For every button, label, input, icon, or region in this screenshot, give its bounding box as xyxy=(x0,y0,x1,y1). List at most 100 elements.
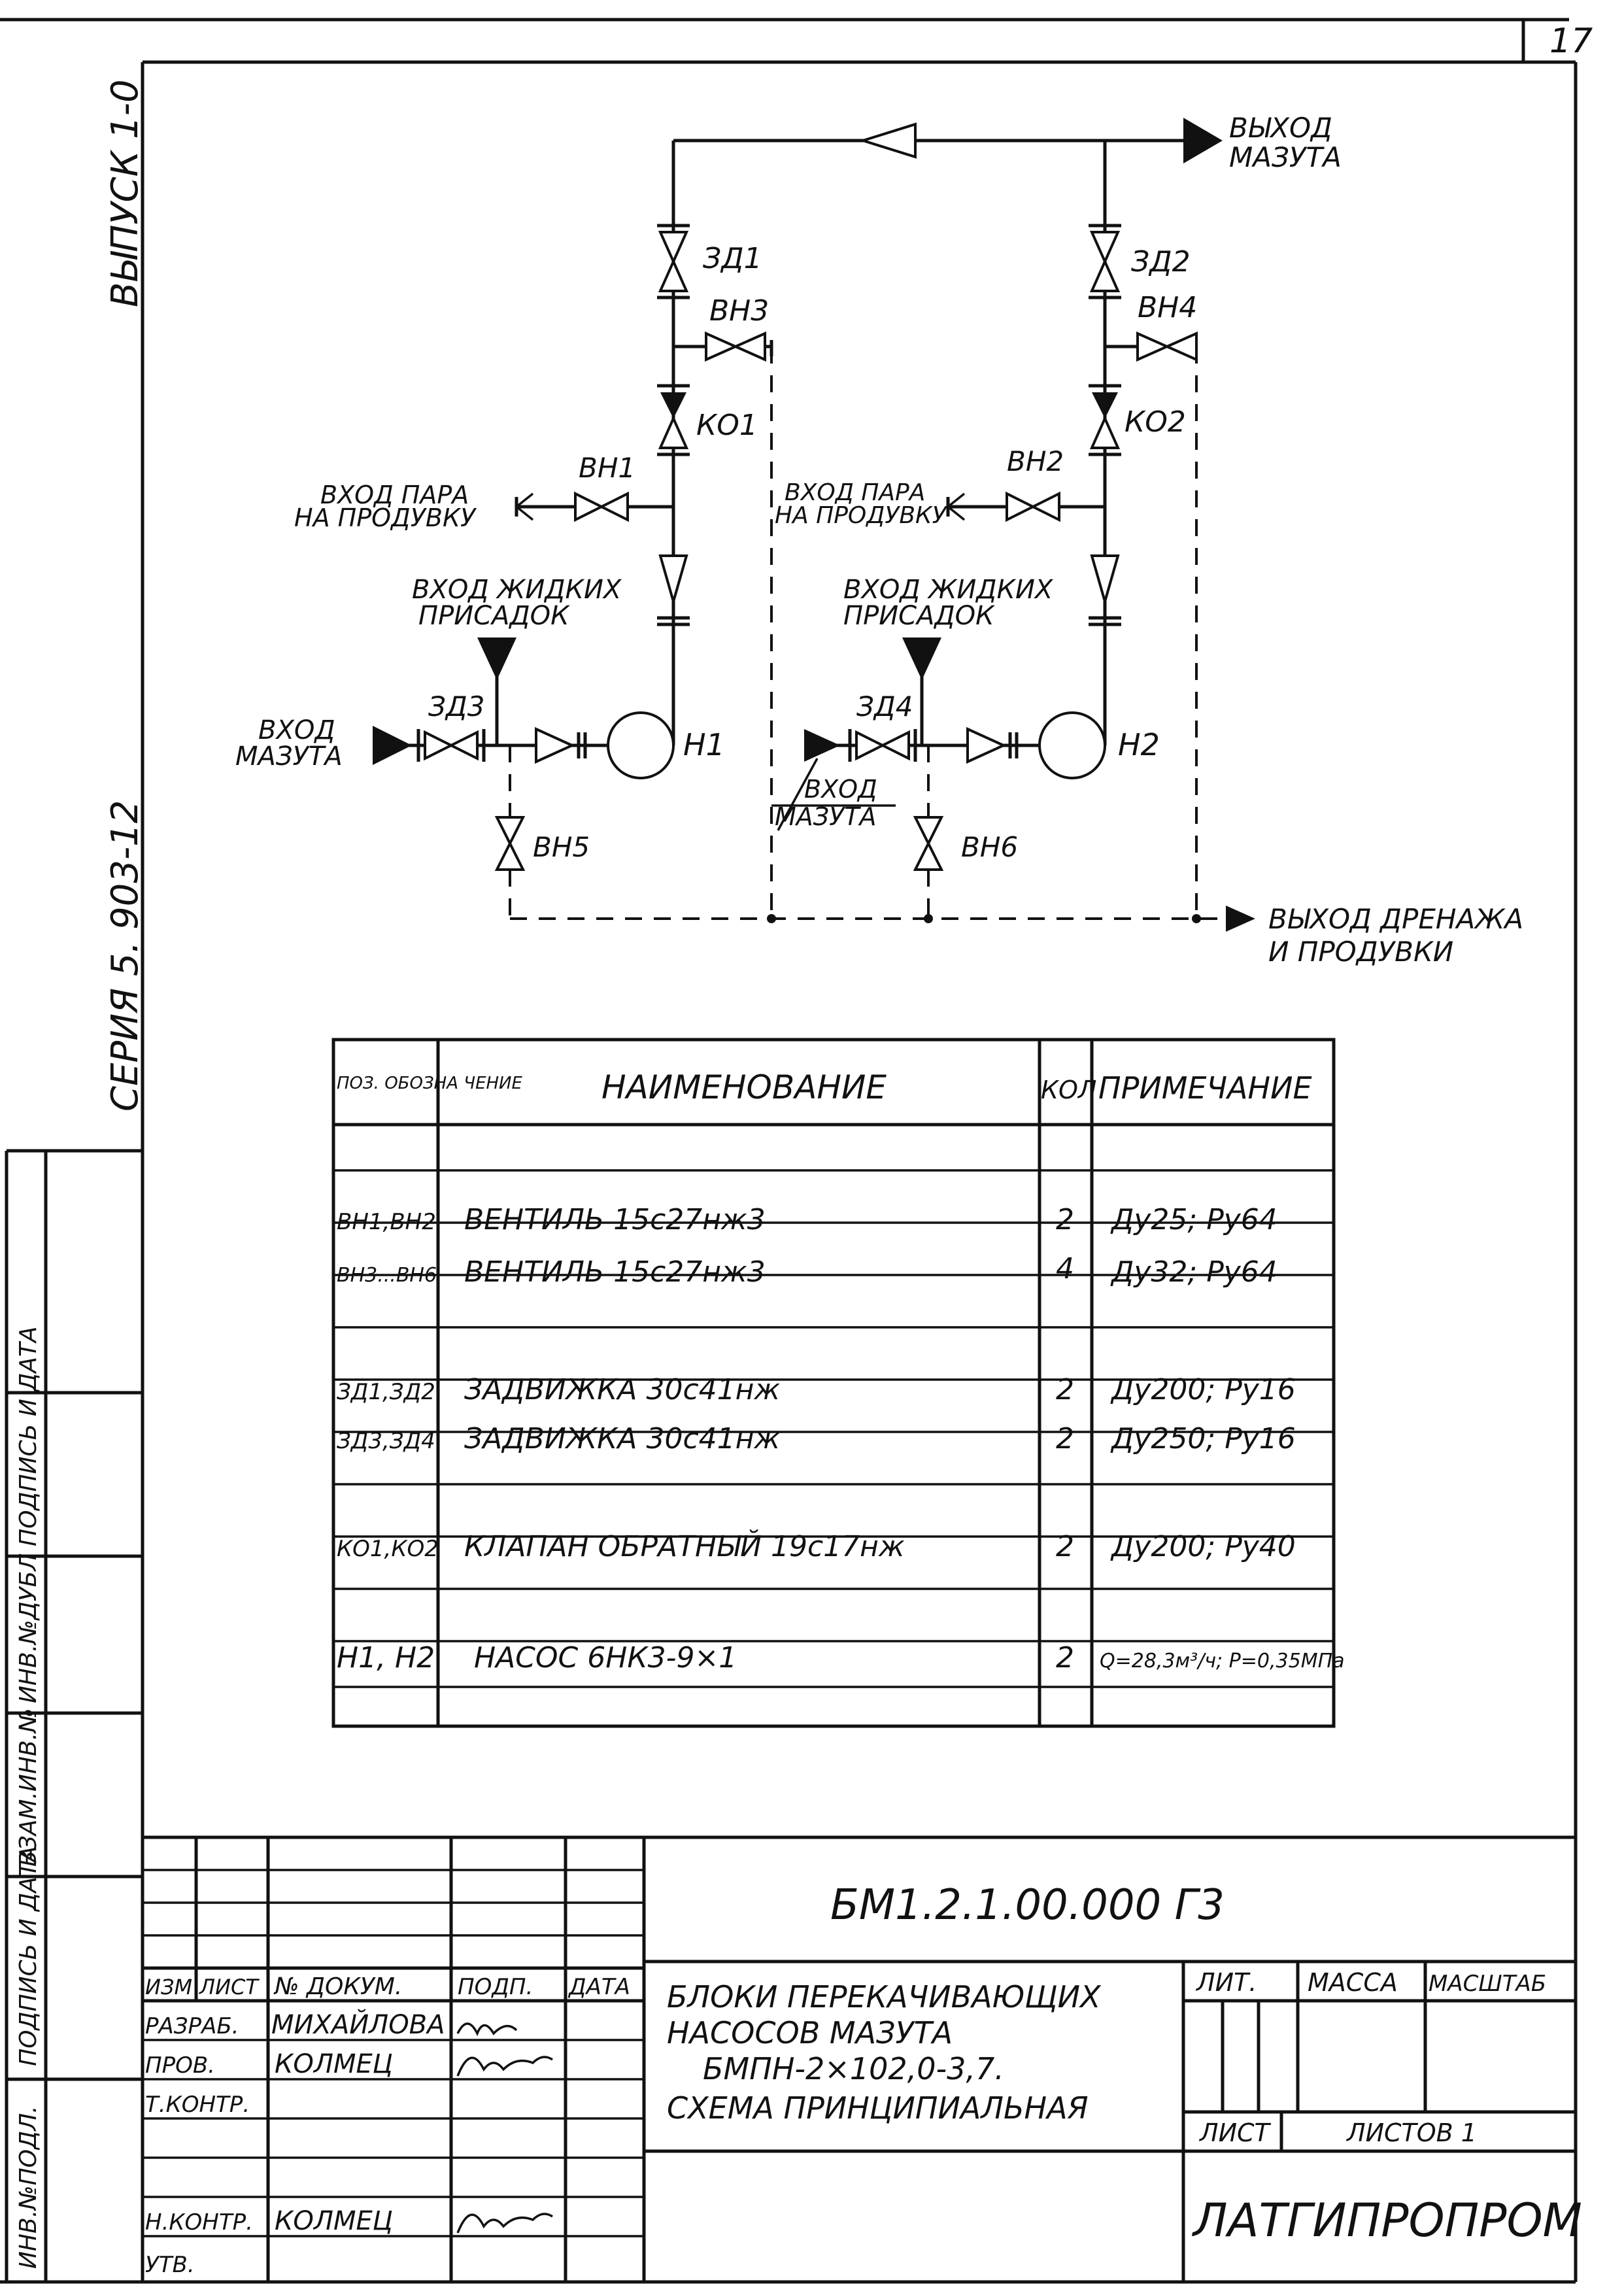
row-pos: КО1,КО2 xyxy=(337,1536,439,1562)
row-name: НАСОС 6НК3-9×1 xyxy=(474,1641,737,1674)
schematic: ВЫХОД МАЗУТА ЗД1 ВН3 КО1 ВН1 ВХОД ПАРА Н… xyxy=(235,112,1523,968)
fuel-inlet-left-line2: МАЗУТА xyxy=(235,741,343,772)
pump-h2-label: Н2 xyxy=(1118,727,1160,762)
title-line-4: СХЕМА ПРИНЦИПИАЛЬНАЯ xyxy=(667,2090,1089,2126)
row-pos: ВН1,ВН2 xyxy=(337,1209,436,1235)
gate-valve-zd1-label: ЗД1 xyxy=(703,242,762,275)
row-name: ЗАДВИЖКА 30с41нж xyxy=(464,1373,780,1406)
spec-rows: ВН1,ВН2 ВЕНТИЛЬ 15с27нж3 2 Ду25; Ру64 ВН… xyxy=(337,1203,1345,1674)
row-name: ЗАДВИЖКА 30с41нж xyxy=(464,1422,780,1455)
row-pos: Н1, Н2 xyxy=(337,1641,435,1674)
row-note: Ду25; Ру64 xyxy=(1110,1203,1277,1236)
role-developer: РАЗРАБ. xyxy=(145,2013,239,2039)
additives-left-arrow-icon xyxy=(477,638,516,680)
header-note: ПРИМЕЧАНИЕ xyxy=(1098,1070,1312,1106)
col-list: ЛИСТ xyxy=(199,1975,260,1999)
issue-label: ВЫПУСК 1-0 xyxy=(104,79,146,307)
fuel-inlet-left-arrow-icon xyxy=(373,726,412,765)
name-developer: МИХАЙЛОВА xyxy=(271,2009,445,2040)
vent-vn2-label: ВН2 xyxy=(1007,445,1064,477)
doc-code: БМ1.2.1.00.000 Г3 xyxy=(830,1881,1225,1930)
lit-label: ЛИТ. xyxy=(1195,1968,1257,1997)
title-line-3: БМПН-2×102,0-3,7. xyxy=(703,2051,1004,2086)
gate-valve-zd4-label: ЗД4 xyxy=(856,690,913,722)
row-qty: 2 xyxy=(1056,1641,1074,1674)
sheets-label: ЛИСТОВ 1 xyxy=(1345,2118,1477,2147)
scale-label: МАСШТАБ xyxy=(1429,1971,1546,1997)
mass-label: МАССА xyxy=(1308,1968,1398,1997)
col-date: ДАТА xyxy=(567,1974,630,2000)
col-sign: ПОДП. xyxy=(458,1974,533,2000)
title-line-1: БЛОКИ ПЕРЕКАЧИВАЮЩИХ xyxy=(667,1979,1102,2014)
header-qty: КОЛ xyxy=(1041,1076,1096,1104)
stamp-replace-inv: ВЗАМ.ИНВ.№ xyxy=(15,1708,42,1867)
sheet-label: ЛИСТ xyxy=(1198,2118,1272,2147)
spec-table xyxy=(331,1038,1336,1728)
table-row: ЗД1,ЗД2 ЗАДВИЖКА 30с41нж 2 Ду200; Ру16 xyxy=(337,1373,1296,1406)
gate-valve-zd3-label: ЗД3 xyxy=(428,690,484,722)
table-row: Н1, Н2 НАСОС 6НК3-9×1 2 Q=28,3м³/ч; P=0,… xyxy=(337,1641,1345,1674)
stamp-sign-date-1: ПОДПИСЬ И ДАТА xyxy=(15,1846,42,2066)
pump-h1-icon xyxy=(607,711,675,779)
col-doc: № ДОКУМ. xyxy=(273,1973,402,2000)
pump-h2-icon xyxy=(1038,711,1106,779)
stamp-inv-orig: ИНВ.№ПОДЛ. xyxy=(15,2105,42,2269)
name-norm-control: КОЛМЕЦ xyxy=(275,2206,393,2236)
additives-right-line2: ПРИСАДОК xyxy=(843,601,995,631)
signature-norm-control xyxy=(456,2213,553,2234)
gate-valve-zd2-label: ЗД2 xyxy=(1131,245,1191,279)
row-name: ВЕНТИЛЬ 15с27нж3 xyxy=(464,1203,766,1236)
row-qty: 2 xyxy=(1056,1530,1074,1563)
row-qty: 2 xyxy=(1056,1373,1074,1406)
row-qty: 4 xyxy=(1056,1252,1074,1285)
signature-developer xyxy=(456,2022,518,2037)
fuel-inlet-right-line1: ВХОД xyxy=(804,775,877,804)
vent-vn4-label: ВН4 xyxy=(1138,291,1197,324)
row-note: Ду200; Ру16 xyxy=(1110,1373,1296,1406)
row-name: ВЕНТИЛЬ 15с27нж3 xyxy=(464,1255,766,1289)
table-row: ВН3...ВН6 ВЕНТИЛЬ 15с27нж3 4 Ду32; Ру64 xyxy=(337,1252,1277,1289)
drain-outlet-line2: И ПРОДУВКИ xyxy=(1268,936,1453,968)
role-norm-control: Н.КОНТР. xyxy=(145,2209,253,2236)
row-pos: ВН3...ВН6 xyxy=(337,1264,437,1287)
row-name: КЛАПАН ОБРАТНЫЙ 19с17нж xyxy=(464,1529,905,1563)
row-note: Ду250; Ру16 xyxy=(1110,1422,1296,1455)
org-name: ЛАТГИПРОПРОМ xyxy=(1191,2194,1582,2247)
steam-inlet-right-line1: ВХОД ПАРА xyxy=(785,479,925,506)
table-row: ЗД3,ЗД4 ЗАДВИЖКА 30с41нж 2 Ду250; Ру16 xyxy=(337,1422,1296,1455)
additives-right-line1: ВХОД ЖИДКИХ xyxy=(843,575,1054,605)
role-approved: УТВ. xyxy=(145,2252,195,2278)
role-checked: ПРОВ. xyxy=(145,2052,215,2079)
row-note: Ду200; Ру40 xyxy=(1110,1530,1296,1563)
row-qty: 2 xyxy=(1056,1203,1074,1236)
steam-inlet-left-line1: ВХОД ПАРА xyxy=(320,481,469,509)
outlet-arrow-icon xyxy=(1183,118,1223,163)
outlet-fuel-line1: ВЫХОД xyxy=(1229,112,1332,144)
check-valve-ko2-label: КО2 xyxy=(1125,405,1186,439)
table-row: КО1,КО2 КЛАПАН ОБРАТНЫЙ 19с17нж 2 Ду200;… xyxy=(337,1529,1296,1563)
sheet-frame xyxy=(0,18,1578,2284)
vent-vn1-label: ВН1 xyxy=(579,452,635,484)
pump-h1-label: Н1 xyxy=(683,727,725,762)
name-checked: КОЛМЕЦ xyxy=(275,2049,393,2079)
row-pos: ЗД1,ЗД2 xyxy=(337,1379,435,1405)
row-note: Ду32; Ру64 xyxy=(1110,1255,1277,1289)
series-label: СЕРИЯ 5. 903-12 xyxy=(104,800,146,1112)
row-pos: ЗД3,ЗД4 xyxy=(337,1428,435,1454)
row-note: Q=28,3м³/ч; P=0,35МПа xyxy=(1100,1650,1345,1673)
fuel-inlet-right-arrow-icon xyxy=(804,729,840,762)
title-block xyxy=(143,1835,1576,2282)
additives-left-line2: ПРИСАДОК xyxy=(418,601,570,631)
row-qty: 2 xyxy=(1056,1422,1074,1455)
header-name: НАИМЕНОВАНИЕ xyxy=(601,1068,887,1106)
page-number: 17 xyxy=(1549,22,1593,61)
header-pos: ПОЗ. ОБОЗНА ЧЕНИЕ xyxy=(337,1074,523,1093)
check-valve-ko1-label: КО1 xyxy=(696,409,758,442)
additives-left-line1: ВХОД ЖИДКИХ xyxy=(412,575,622,605)
fuel-inlet-left-line1: ВХОД xyxy=(258,715,335,745)
additives-right-arrow-icon xyxy=(902,638,941,680)
vent-vn5-label: ВН5 xyxy=(533,831,590,863)
stamp-inv-dup: ИНВ.№ДУБЛ xyxy=(15,1554,42,1703)
steam-inlet-left-line2: НА ПРОДУВКУ xyxy=(294,503,477,532)
